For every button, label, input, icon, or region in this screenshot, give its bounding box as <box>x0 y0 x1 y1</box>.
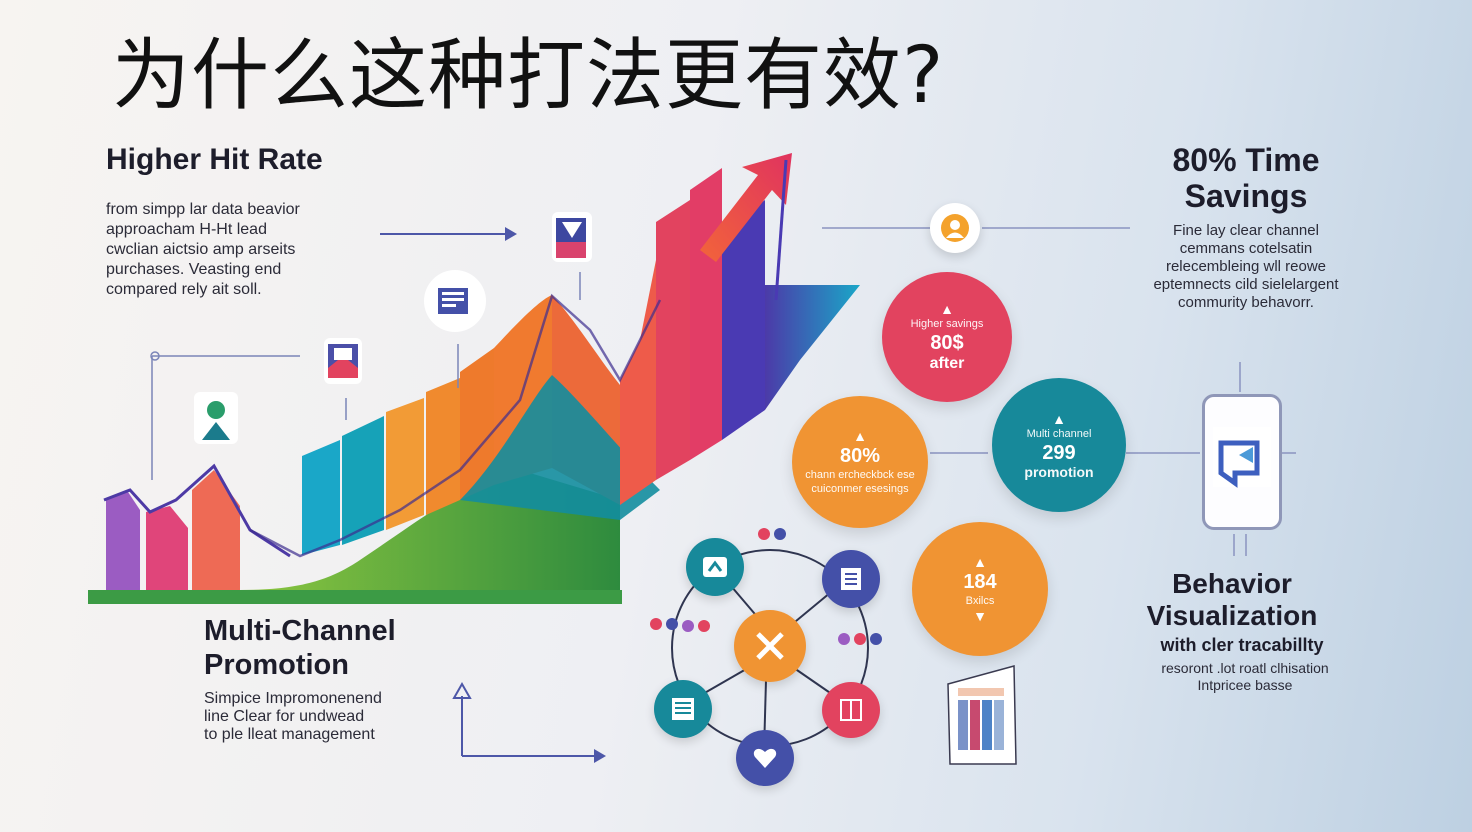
stat-percent-line2: cuiconmer esesings <box>811 483 909 495</box>
arrow-up-icon: ▲ <box>1052 411 1066 427</box>
user-icon <box>930 203 980 253</box>
hit-rate-description: from simpp lar data beavior approacham H… <box>106 201 300 298</box>
envelope-icon <box>324 338 362 384</box>
stat-multichannel-sublabel: promotion <box>1024 464 1094 480</box>
people-group-icon <box>838 633 882 645</box>
multi-channel-heading: Multi-Channel Promotion <box>204 615 396 681</box>
behavior-visualization-description: resoront .lot roatl clhisation Intpricee… <box>1161 660 1329 693</box>
multi-channel-description: Simpice Impromonenend line Clear for und… <box>204 690 382 743</box>
phone-icon <box>1202 394 1282 530</box>
news-icon <box>822 550 880 608</box>
time-savings-description: Fine lay clear channel cemmans cotelsati… <box>1153 222 1339 311</box>
stat-percent-line1: chann ercheckbck ese <box>805 469 915 481</box>
growth-chart-illustration <box>88 153 860 604</box>
person-icon <box>194 392 238 444</box>
arrow-up-icon: ▲ <box>853 428 867 444</box>
arrow-up-icon: ▲ <box>973 554 987 570</box>
inbox-icon <box>552 212 592 262</box>
share-icon <box>686 538 744 596</box>
arrow-up-icon: ▲ <box>940 301 954 317</box>
page-title: 为什么这种打法更有效? <box>112 31 945 121</box>
stat-percent-value: 80% <box>839 445 881 467</box>
stat-count-label: Bxilcs <box>965 595 995 607</box>
stat-circle-savings: ▲ Higher savings 80$ after <box>882 272 1012 402</box>
stat-savings-sublabel: after <box>929 355 965 372</box>
tools-icon <box>734 610 806 682</box>
heart-icon <box>736 730 794 786</box>
book-icon <box>822 682 880 738</box>
stat-circle-multichannel: ▲ Multi channel 299 promotion <box>992 378 1126 512</box>
stat-savings-label: Higher savings <box>910 318 984 330</box>
stat-count-value: 184 <box>963 571 997 593</box>
report-document-icon <box>947 665 1017 765</box>
people-group-icon <box>650 618 710 632</box>
time-savings-heading: 80% Time Savings <box>1172 142 1320 214</box>
hit-rate-heading: Higher Hit Rate <box>106 143 323 176</box>
stat-circle-percent: ▲ 80% chann ercheckbck ese cuiconmer ese… <box>792 396 928 528</box>
list-icon <box>654 680 712 738</box>
stat-savings-value: 80$ <box>930 332 964 354</box>
people-group-icon <box>758 528 786 540</box>
stat-multichannel-value: 299 <box>1042 442 1076 464</box>
behavior-visualization-heading: Behavior Visualization <box>1146 568 1318 631</box>
document-icon <box>424 270 486 332</box>
stat-multichannel-label: Multi channel <box>1026 428 1092 440</box>
behavior-visualization-subheading: with cler tracabillty <box>1160 635 1324 655</box>
arrow-down-icon: ▼ <box>973 608 987 624</box>
stat-circle-count: ▲ 184 Bxilcs ▼ <box>912 522 1048 656</box>
